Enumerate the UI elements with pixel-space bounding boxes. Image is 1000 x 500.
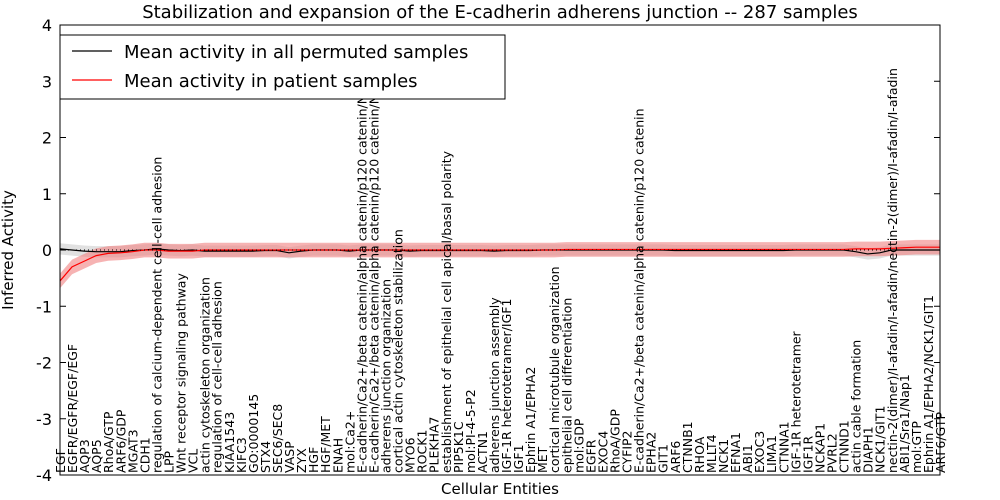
- x-tick-label: VASP: [282, 441, 297, 473]
- x-tick-label: LPP: [161, 450, 176, 473]
- x-tick-label: mol:Ca2+: [342, 411, 357, 473]
- x-axis-label: Cellular Entities: [441, 480, 559, 498]
- series-line-0: [59, 248, 940, 255]
- x-tick-label: MGAT3: [125, 429, 140, 473]
- x-tick-label: ARF6: [668, 441, 683, 473]
- x-tick-label: RhoA/GTP: [101, 411, 116, 473]
- x-tick-label: IGF-1R heterotetramer: [788, 330, 803, 473]
- x-tick-label: RHOA: [692, 436, 707, 473]
- x-tick-label: CYFIP2: [620, 430, 635, 473]
- x-tick-label: Ephrin A1/EPHA2/NCK1/GIT1: [921, 295, 936, 473]
- x-tick-label: ENAH: [330, 438, 345, 473]
- y-tick-label: -4: [36, 466, 52, 485]
- bands: [60, 239, 940, 289]
- x-tick-label: NCKAP1: [812, 423, 827, 473]
- x-tick-label: CTNNB1: [680, 421, 695, 473]
- x-tick-label: PLEKHA7: [427, 416, 442, 473]
- x-tick-label: VCL: [186, 449, 201, 473]
- x-tick-label: cortical actin cytoskeleton stabilizatio…: [391, 229, 406, 473]
- x-tick-label: nectin-2(dimer)/I-afadin/I-afadin/nectin…: [885, 68, 900, 473]
- x-tick-label: CDH1: [137, 437, 152, 473]
- x-tick-label: CTNNA1: [776, 421, 791, 473]
- legend-label-patient: Mean activity in patient samples: [124, 71, 418, 92]
- x-tick-label: ACTN1: [475, 431, 490, 473]
- x-tick-label: EGFR: [583, 439, 598, 473]
- x-tick-label: EXOC3: [752, 431, 767, 473]
- y-axis-label: Inferred Activity: [0, 190, 17, 310]
- x-tick-label: HGF/MET: [318, 416, 333, 473]
- x-tick-label: GO:0000145: [246, 394, 261, 473]
- x-tick-label: E-cadherin/Ca2+/beta catenin/alpha caten…: [632, 108, 647, 473]
- x-tick-label: Ephrin A1/EPHA2: [523, 367, 538, 473]
- y-tick-label: 3: [42, 72, 52, 91]
- x-tick-label: NCK1: [716, 439, 731, 473]
- x-tick-label: GIT1: [656, 444, 671, 473]
- x-tick-label: mol:PI-4-5-P2: [463, 389, 478, 473]
- x-tick-label: DIAPH1: [861, 426, 876, 473]
- x-tick-label: IGF-1R heterotetramer/IGF1: [499, 299, 514, 473]
- x-tick-label: regulation of cell-cell adhesion: [210, 281, 225, 473]
- x-tick-label: mol:GTP: [909, 421, 924, 473]
- x-tick-label: STX4: [258, 441, 273, 473]
- x-tick-label: PIP5K1C: [451, 421, 466, 473]
- x-tick-label: KIFC3: [234, 437, 249, 473]
- y-tick-label: -2: [36, 354, 52, 373]
- x-tick-label: MYO6: [403, 437, 418, 473]
- x-tick-label: regulation of calcium-dependent cell-cel…: [149, 157, 164, 473]
- y-ticks: -4 -3 -2 -1 0 1 2 3 4: [36, 16, 940, 485]
- x-tick-label: cortical microtubule organization: [547, 266, 562, 473]
- x-tick-label: MLLT4: [704, 434, 719, 473]
- x-tick-label: E-cadherin/Ca2+/beta catenin/alpha caten…: [354, 95, 369, 473]
- y-tick-label: 0: [42, 241, 52, 260]
- x-tick-label: actin cable formation: [849, 340, 864, 473]
- x-tick-label: PVRL2: [825, 433, 840, 473]
- x-tick-label: SEC6/SEC8: [270, 404, 285, 473]
- legend-label-permuted: Mean activity in all permuted samples: [124, 42, 468, 63]
- x-tick-label: MET: [535, 446, 550, 473]
- x-tick-label: ABI1/Sra1/Nap1: [897, 374, 912, 473]
- y-tick-label: -1: [36, 297, 52, 316]
- x-tick-label: ZYX: [294, 448, 309, 473]
- x-tick-label: adherens junction assembly: [487, 297, 502, 473]
- x-tick-label: RhoA/GDP: [608, 409, 623, 473]
- y-tick-label: 1: [42, 185, 52, 204]
- x-tick-label: IGF1: [511, 444, 526, 473]
- x-tick-label: EFNA1: [728, 432, 743, 473]
- x-tick-label: AQP5: [89, 439, 104, 473]
- plot-frame: [59, 24, 941, 476]
- x-tick-label: LIMA1: [764, 435, 779, 473]
- x-tick-label: Wnt receptor signaling pathway: [174, 273, 189, 473]
- x-tick-label: HGF: [306, 447, 321, 473]
- x-tick-label: ARF6/GDP: [113, 409, 128, 473]
- x-tick-label: ROCK1: [415, 430, 430, 473]
- y-tick-label: 2: [42, 129, 52, 148]
- x-tick-label: establishment of epithelial cell apical/…: [439, 150, 454, 473]
- x-tick-label: E-cadherin/Ca2+/beta catenin/alpha caten…: [366, 95, 381, 473]
- x-tick-label: EPHA2: [644, 432, 659, 473]
- x-tick-label: EGFR/EGFR/EGF/EGF: [65, 344, 80, 473]
- x-tick-labels: EGFEGFR/EGFR/EGF/EGFAQP3AQP5RhoA/GTPARF6…: [53, 68, 948, 473]
- x-tick-label: actin cytoskeleton organization: [198, 277, 213, 473]
- x-tick-label: NCK1/GIT1: [873, 406, 888, 473]
- x-tick-label: EXOC4: [595, 431, 610, 473]
- x-tick-label: epithelial cell differentiation: [559, 298, 574, 473]
- y-tick-label: 4: [42, 16, 52, 35]
- x-tick-label: adherens junction organization: [378, 279, 393, 473]
- x-tick-label: mol:GDP: [571, 418, 586, 473]
- x-tick-label: CTNND1: [837, 420, 852, 473]
- legend: Mean activity in all permuted samples Me…: [59, 34, 506, 100]
- x-tick-label: ABI1: [740, 444, 755, 473]
- y-tick-label: -3: [36, 410, 52, 429]
- chart-title: Stabilization and expansion of the E-cad…: [142, 2, 858, 23]
- x-tick-label: AQP3: [77, 439, 92, 473]
- x-tick-label: KIAA1543: [222, 412, 237, 473]
- x-tick-label: IGF1R: [800, 435, 815, 473]
- band-1: [60, 239, 940, 289]
